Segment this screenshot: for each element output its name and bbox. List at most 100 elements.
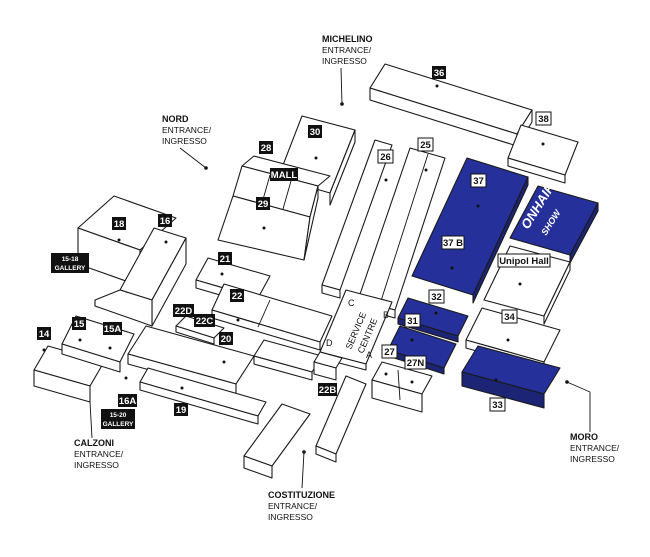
- label-38[interactable]: 38: [535, 111, 552, 126]
- svg-text:16A: 16A: [119, 396, 137, 407]
- nord-line1: ENTRANCE/: [162, 125, 212, 135]
- costituzione-title: COSTITUZIONE: [268, 490, 335, 500]
- label-16[interactable]: 16: [158, 214, 172, 227]
- svg-text:22D: 22D: [175, 306, 193, 317]
- label-21[interactable]: 21: [218, 252, 232, 265]
- svg-text:15A: 15A: [104, 324, 122, 335]
- label-20[interactable]: 20: [219, 332, 233, 345]
- calzoni-entrance[interactable]: CALZONI ENTRANCE/ INGRESSO: [74, 401, 124, 470]
- hall-27-building[interactable]: [371, 361, 433, 413]
- label-37b[interactable]: 37 B: [441, 235, 465, 250]
- moro-entrance[interactable]: MORO ENTRANCE/ INGRESSO: [565, 380, 620, 464]
- svg-text:18: 18: [114, 219, 125, 230]
- hall-33-building[interactable]: [461, 345, 561, 409]
- hall-38-building[interactable]: [507, 124, 579, 184]
- hall-36-building[interactable]: [369, 63, 533, 147]
- label-33[interactable]: 33: [489, 397, 506, 412]
- svg-text:20: 20: [221, 334, 232, 345]
- label-22c[interactable]: 22C: [194, 314, 215, 327]
- label-28[interactable]: 28: [259, 141, 273, 154]
- label-27n[interactable]: 27N: [404, 355, 427, 370]
- service-letter-c: C: [348, 298, 355, 308]
- svg-text:15-20: 15-20: [110, 412, 127, 419]
- svg-text:22C: 22C: [196, 316, 214, 327]
- label-16a[interactable]: 16A: [118, 394, 137, 407]
- svg-text:30: 30: [310, 127, 321, 138]
- svg-text:15-18: 15-18: [62, 256, 79, 263]
- moro-line2: INGRESSO: [570, 454, 615, 464]
- michelino-line2: INGRESSO: [322, 56, 367, 66]
- moro-line1: ENTRANCE/: [570, 443, 620, 453]
- michelino-line1: ENTRANCE/: [322, 45, 372, 55]
- costituzione-entrance[interactable]: COSTITUZIONE ENTRANCE/ INGRESSO: [268, 450, 335, 522]
- label-22b[interactable]: 22B: [318, 383, 337, 396]
- label-mall[interactable]: MALL: [270, 168, 298, 181]
- label-30[interactable]: 30: [308, 125, 322, 138]
- costituzione-structure: [243, 375, 367, 479]
- onhair-show-building[interactable]: ONHAIR SHOW: [509, 180, 599, 264]
- label-pointers: [42, 84, 545, 390]
- svg-text:31: 31: [407, 316, 418, 327]
- label-15[interactable]: 15: [72, 317, 86, 330]
- svg-text:38: 38: [538, 114, 549, 125]
- svg-text:37: 37: [473, 176, 484, 187]
- label-15a[interactable]: 15A: [103, 322, 122, 335]
- svg-text:33: 33: [492, 400, 503, 411]
- label-19[interactable]: 19: [174, 403, 188, 416]
- svg-text:14: 14: [39, 329, 50, 340]
- hall-19-building[interactable]: [139, 367, 267, 425]
- label-34[interactable]: 34: [501, 309, 518, 324]
- hall-22b-building[interactable]: [313, 351, 343, 381]
- label-unipol-hall[interactable]: Unipol Hall: [497, 253, 551, 268]
- svg-text:32: 32: [431, 292, 442, 303]
- svg-text:22: 22: [232, 291, 243, 302]
- svg-text:GALLERY: GALLERY: [103, 421, 134, 428]
- michelino-title: MICHELINO: [322, 34, 373, 44]
- moro-title: MORO: [570, 432, 598, 442]
- svg-text:34: 34: [504, 312, 515, 323]
- svg-text:25: 25: [420, 140, 431, 151]
- svg-text:37 B: 37 B: [443, 238, 463, 249]
- costituzione-line2: INGRESSO: [268, 512, 313, 522]
- label-32[interactable]: 32: [428, 289, 445, 304]
- label-25[interactable]: 25: [417, 137, 434, 152]
- svg-text:36: 36: [434, 68, 445, 79]
- calzoni-title: CALZONI: [74, 438, 114, 448]
- label-18[interactable]: 18: [112, 217, 126, 230]
- svg-text:21: 21: [220, 254, 231, 265]
- svg-text:27: 27: [384, 347, 395, 358]
- svg-text:27N: 27N: [407, 358, 425, 369]
- svg-text:GALLERY: GALLERY: [55, 265, 86, 272]
- label-27[interactable]: 27: [381, 344, 398, 359]
- svg-text:16: 16: [160, 216, 171, 227]
- svg-text:19: 19: [176, 405, 187, 416]
- svg-text:22B: 22B: [319, 385, 337, 396]
- nord-entrance[interactable]: NORD ENTRANCE/ INGRESSO: [162, 114, 212, 170]
- costituzione-line1: ENTRANCE/: [268, 501, 318, 511]
- calzoni-line1: ENTRANCE/: [74, 449, 124, 459]
- hall-26-building[interactable]: [321, 139, 393, 299]
- nord-title: NORD: [162, 114, 189, 124]
- label-14[interactable]: 14: [37, 327, 51, 340]
- service-letter-b: B: [383, 310, 389, 320]
- label-22[interactable]: 22: [230, 289, 244, 302]
- michelino-entrance[interactable]: MICHELINO ENTRANCE/ INGRESSO: [322, 34, 373, 106]
- svg-text:MALL: MALL: [271, 170, 298, 181]
- nord-line2: INGRESSO: [162, 136, 207, 146]
- svg-text:Unipol Hall: Unipol Hall: [499, 256, 549, 267]
- svg-text:28: 28: [261, 143, 272, 154]
- svg-text:29: 29: [258, 199, 269, 210]
- label-37[interactable]: 37: [470, 173, 487, 188]
- service-letter-a: A: [366, 350, 372, 360]
- hall-37-building[interactable]: [411, 157, 529, 304]
- label-26[interactable]: 26: [377, 149, 394, 164]
- label-36[interactable]: 36: [432, 66, 446, 79]
- label-22d[interactable]: 22D: [173, 304, 194, 317]
- label-29[interactable]: 29: [256, 197, 270, 210]
- hall-20-building[interactable]: [127, 325, 323, 395]
- label-31[interactable]: 31: [404, 313, 421, 328]
- hall-16-building[interactable]: [94, 227, 187, 327]
